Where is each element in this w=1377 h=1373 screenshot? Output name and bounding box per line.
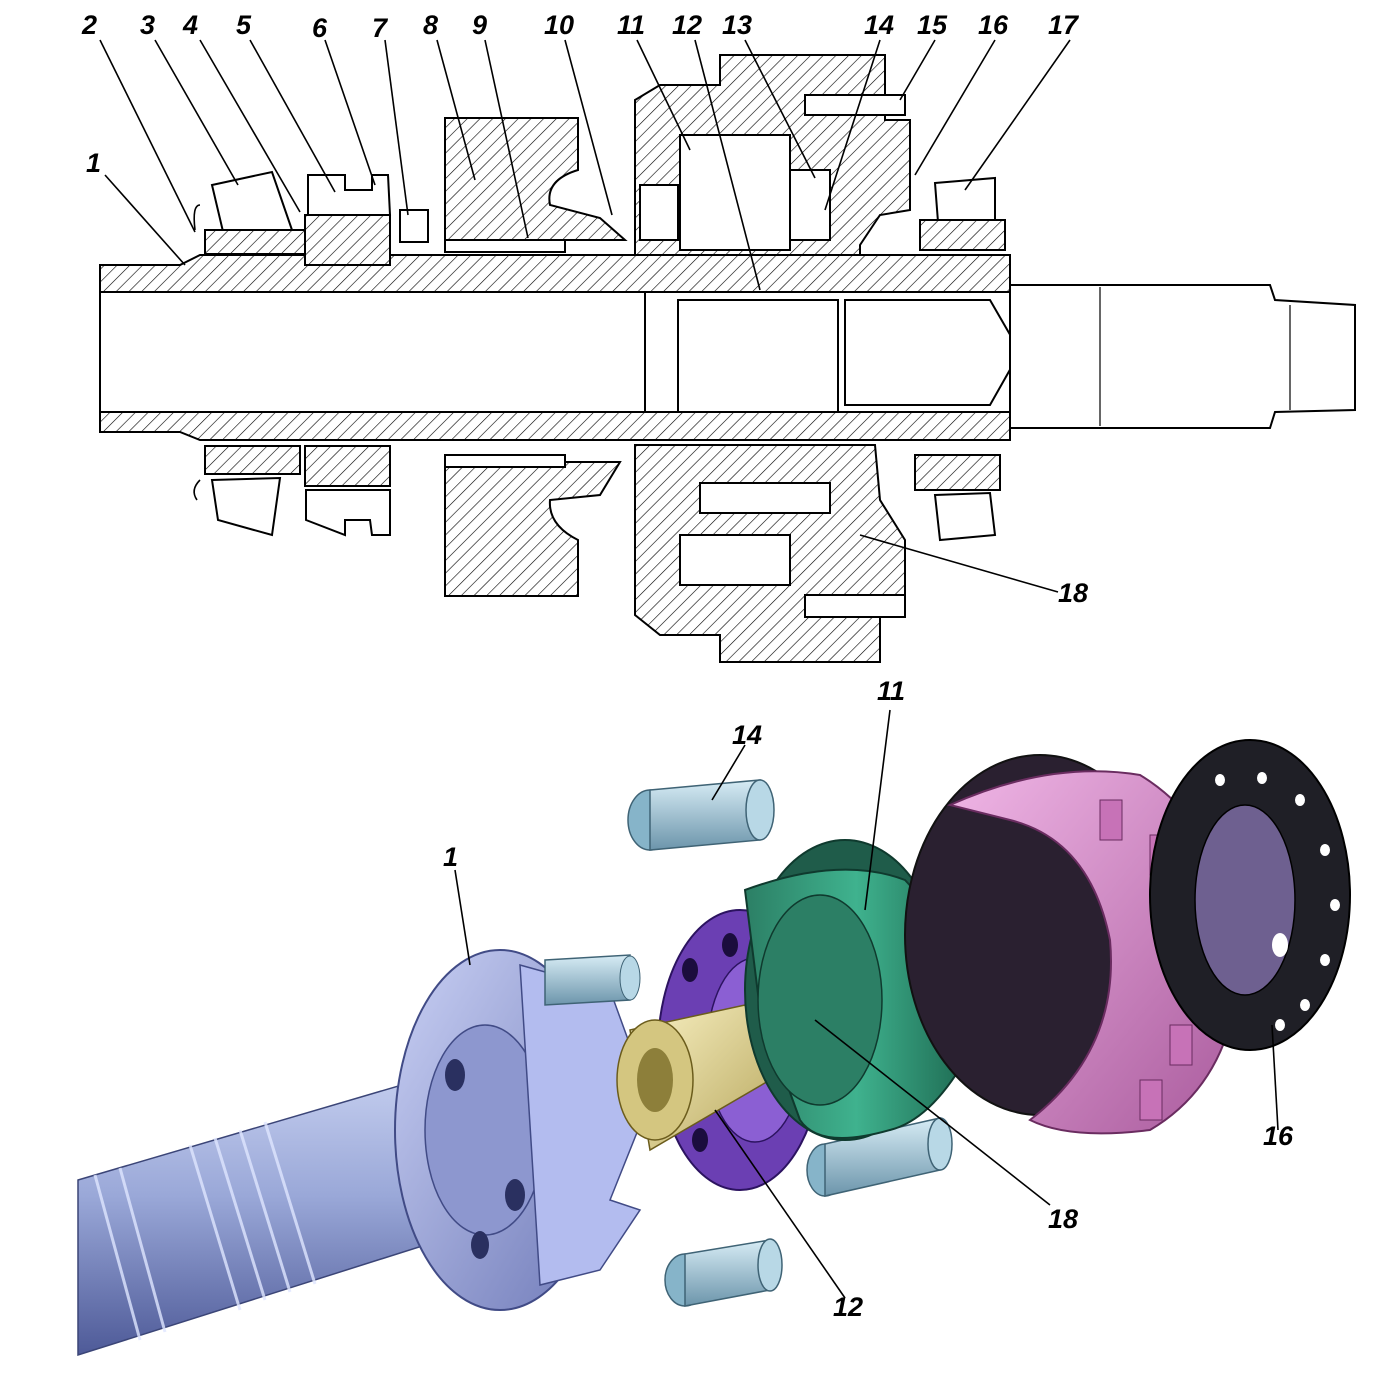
callout-10: 10 xyxy=(544,10,574,40)
callout-17: 17 xyxy=(1048,10,1080,40)
bearing-right-lower xyxy=(933,491,997,542)
exploded-callout-16: 16 xyxy=(1263,1121,1294,1151)
planet-gear-hub-left xyxy=(544,954,641,1006)
callout-15: 15 xyxy=(917,10,948,40)
shaft-bore-right xyxy=(844,299,1022,406)
bearing-left-lower xyxy=(210,476,282,537)
gear-8-lower xyxy=(444,461,622,597)
planet-gear-bottom xyxy=(664,1238,783,1307)
exploded-leaders xyxy=(454,709,1279,1299)
callout-9: 9 xyxy=(472,10,487,40)
exploded-callout-12: 12 xyxy=(833,1292,863,1322)
exploded-callouts: 14 11 1 16 18 12 xyxy=(443,676,1294,1322)
hub-body xyxy=(519,963,651,1286)
planet-gear-top xyxy=(627,779,775,851)
shaft-section-upper xyxy=(99,254,1011,293)
bearing-right-upper xyxy=(933,176,996,224)
section-leaders xyxy=(99,39,1071,593)
callout-7: 7 xyxy=(372,13,389,43)
exploded-callout-18: 18 xyxy=(1048,1204,1078,1234)
callout-18: 18 xyxy=(1058,578,1088,608)
callout-6: 6 xyxy=(312,13,328,43)
callout-8: 8 xyxy=(423,10,438,40)
callout-2: 2 xyxy=(81,10,97,40)
exploded-view: 14 11 1 16 18 12 xyxy=(77,676,1351,1357)
exploded-callout-11: 11 xyxy=(877,676,905,706)
section-callouts: 1 2 3 4 5 6 7 8 9 10 11 12 13 14 15 16 1… xyxy=(81,10,1088,608)
exploded-callout-14: 14 xyxy=(732,720,762,750)
shaft-splines xyxy=(93,1121,317,1341)
cross-section-view: 1 2 3 4 5 6 7 8 9 10 11 12 13 14 15 16 1… xyxy=(81,10,1356,663)
callout-3: 3 xyxy=(140,10,155,40)
callout-1: 1 xyxy=(86,148,101,178)
callout-13: 13 xyxy=(722,10,752,40)
callout-16: 16 xyxy=(978,10,1009,40)
gear-8-upper xyxy=(444,117,628,241)
callout-12: 12 xyxy=(672,10,702,40)
shaft-bore xyxy=(99,291,646,413)
shaft-section-lower xyxy=(99,411,1011,441)
exploded-callout-1: 1 xyxy=(443,842,458,872)
shaft-bore-middle xyxy=(677,299,839,413)
output-shaft xyxy=(1009,284,1356,429)
callout-11: 11 xyxy=(617,10,645,40)
callout-5: 5 xyxy=(236,10,252,40)
callout-4: 4 xyxy=(182,10,198,40)
callout-14: 14 xyxy=(864,10,894,40)
